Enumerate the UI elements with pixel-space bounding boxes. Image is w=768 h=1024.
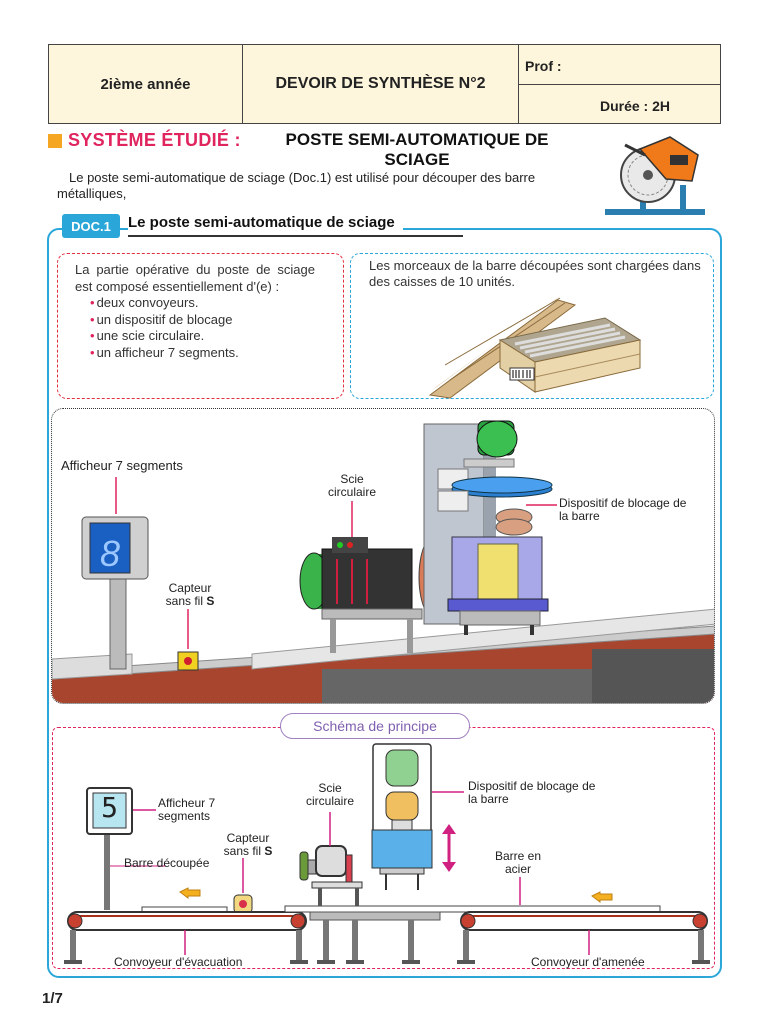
machine-illustration: 8 — [52, 420, 714, 703]
list-item: une scie circulaire. — [90, 328, 315, 345]
level-cell: 2ième année — [49, 45, 243, 123]
list-item: un afficheur 7 segments. — [90, 345, 315, 362]
saw-label: Scie circulaire — [327, 472, 376, 499]
square-bullet-icon — [48, 134, 62, 148]
crate-text: Les morceaux de la barre découpées sont … — [369, 258, 701, 289]
system-name: POSTE SEMI-AUTOMATIQUE DE SCIAGE — [285, 130, 549, 169]
schema-cut-bar-label: Barre découpée — [124, 856, 210, 870]
page-number: 1/7 — [42, 990, 63, 1007]
schema-saw-label: Scie circulaire — [305, 781, 354, 808]
intro-text: Le poste semi-automatique de sciage (Doc… — [57, 170, 536, 201]
sensor-label: Capteur sans fil S — [165, 581, 215, 608]
schema-display-label: Afficheur 7 segments — [158, 796, 216, 823]
crate-box: Les morceaux de la barre découpées sont … — [350, 253, 714, 399]
section-label: SYSTÈME ÉTUDIÉ : — [68, 130, 241, 150]
doc1-underline — [128, 235, 463, 237]
header-table: 2ième année DEVOIR DE SYNTHÈSE N°2 Prof … — [48, 44, 721, 124]
list-item: un dispositif de blocage — [90, 312, 315, 329]
schema-out-conveyor-label: Convoyeur d'évacuation — [114, 955, 243, 969]
doc1-title: Le poste semi-automatique de sciage — [128, 214, 403, 231]
display-label: Afficheur 7 segments — [61, 458, 183, 473]
list-item: deux convoyeurs. — [90, 295, 315, 312]
svg-text:8: 8 — [100, 533, 120, 574]
exam-title: DEVOIR DE SYNTHÈSE N°2 — [243, 45, 519, 123]
schema-in-conveyor-label: Convoyeur d'amenée — [531, 955, 645, 969]
schema-title: Schéma de principe — [280, 713, 470, 739]
clamp-label: Dispositif de blocage de la barre — [559, 496, 687, 523]
doc1-tag: DOC.1 — [62, 214, 120, 238]
machine-illustration-box: 8 — [51, 408, 715, 704]
operative-list: deux convoyeurs. un dispositif de blocag… — [75, 295, 315, 361]
operative-part-box: La partie opérative du poste de sciage e… — [57, 253, 344, 399]
schema-display-digit: 5 — [101, 791, 118, 824]
schema-clamp-label: Dispositif de blocage de la barre — [468, 779, 596, 806]
schema-box — [52, 727, 715, 969]
operative-intro: La partie opérative du poste de sciage e… — [75, 262, 315, 294]
duration: Durée : 2H — [599, 98, 671, 114]
prof-label: Prof : — [519, 45, 721, 85]
schema-sensor-label: Capteur sans fil S — [223, 831, 273, 858]
schema-steel-bar-label: Barre en acier — [494, 849, 542, 876]
